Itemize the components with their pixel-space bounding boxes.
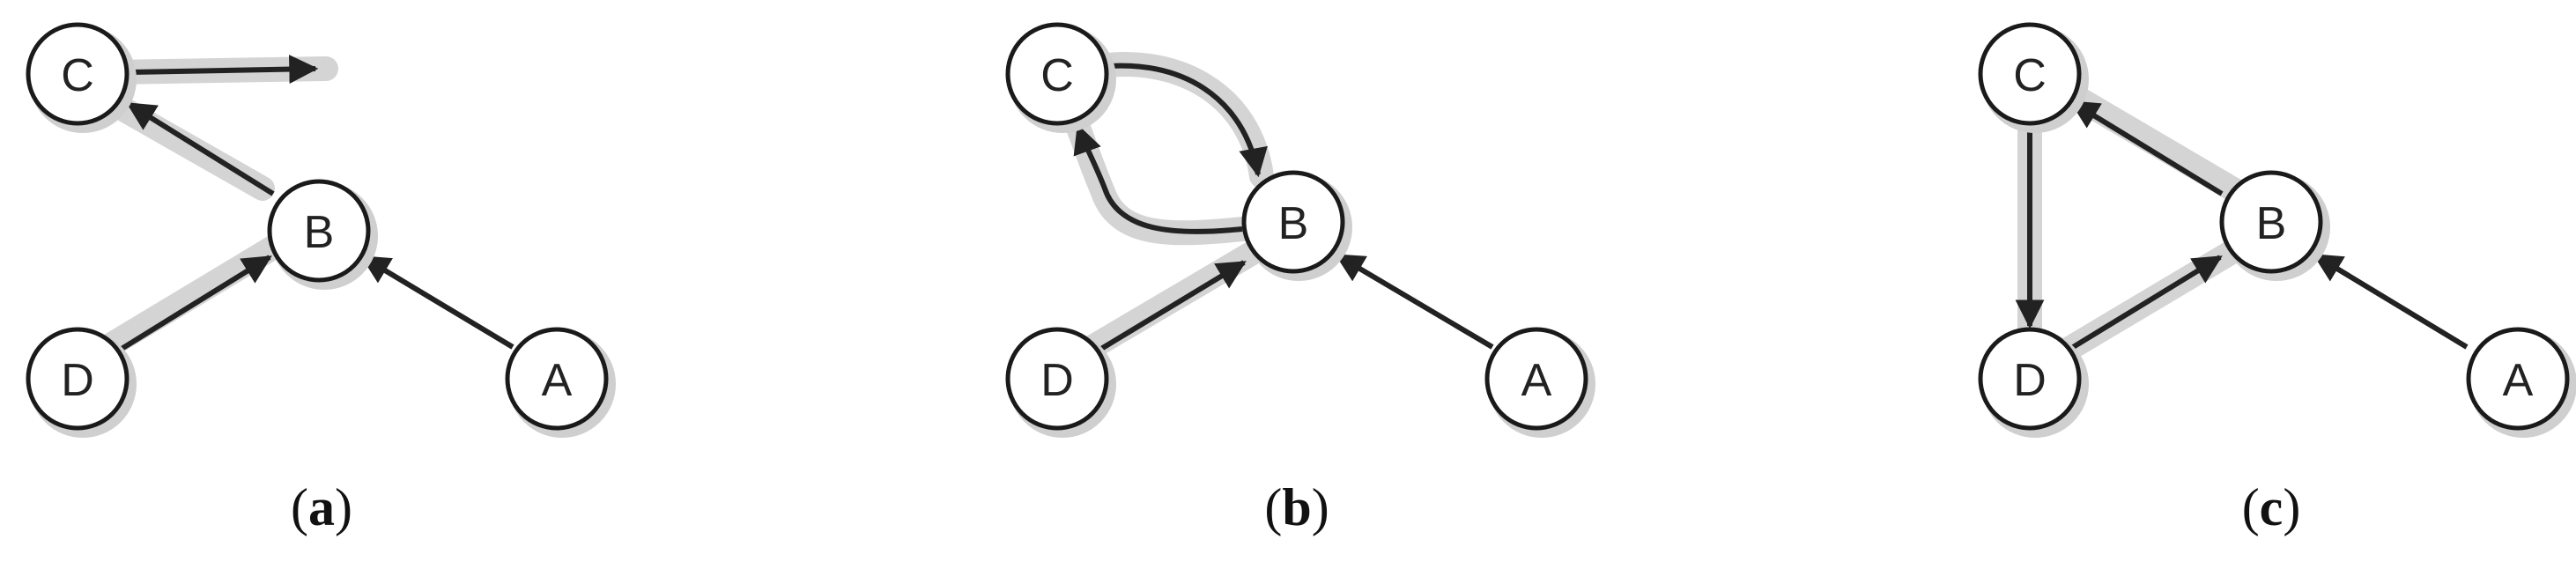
panel-a-node-c: C: [26, 22, 137, 133]
panel-b-edge-a-b: [1335, 253, 1494, 350]
panel-c-node-a-label: A: [2503, 355, 2534, 406]
panel-c-node-c: C: [1978, 22, 2089, 133]
panel-c-edge-d-b: [2069, 255, 2223, 351]
panel-c-node-b-label: B: [2256, 198, 2287, 249]
panel-b-edge-d-b: [1099, 260, 1247, 351]
panel-a-node-b: B: [267, 179, 378, 290]
panel-b-node-d: D: [1005, 327, 1116, 438]
panel-b-node-a-label: A: [1521, 355, 1552, 406]
panel-a-edge-b-c: [126, 101, 275, 196]
panel-b-node-c-label: C: [1040, 50, 1074, 101]
panel-a-edge-c-out: [130, 55, 319, 85]
panel-b-label: (b): [1264, 478, 1329, 536]
panel-a-edge-a-b: [360, 255, 514, 350]
panel-a-node-d-label: D: [61, 355, 94, 406]
panel-c-node-d: D: [1978, 327, 2089, 438]
panel-b-node-b-label: B: [1278, 198, 1309, 249]
panel-a-edge-d-b: [120, 255, 272, 351]
panel-a-label: (a): [291, 478, 352, 536]
panel-b-halo-d-b: [1071, 241, 1263, 365]
panel-c-node-c-label: C: [2013, 50, 2047, 101]
panel-c: C B D A (c): [1978, 22, 2576, 536]
panel-b-node-b: B: [1241, 170, 1352, 281]
panel-a-halo-d-b: [86, 225, 301, 365]
panel-a-node-c-label: C: [61, 50, 94, 101]
panel-c-halo-b-c: [2054, 79, 2250, 204]
panel-b-node-c: C: [1005, 22, 1116, 133]
panel-c-edge-a-b: [2313, 253, 2469, 350]
panel-a: C B D A (a): [26, 22, 616, 536]
panel-b-node-d-label: D: [1040, 355, 1074, 406]
panel-b-edge-c-b: [1099, 63, 1268, 178]
panel-a-node-a: A: [505, 327, 616, 438]
panel-a-node-a-label: A: [542, 355, 573, 406]
panel-b-edge-b-c: [1073, 123, 1243, 234]
panel-c-node-d-label: D: [2013, 355, 2047, 406]
panel-b: C B D A (b): [1005, 22, 1595, 536]
panel-b-node-a: A: [1484, 327, 1595, 438]
panel-c-label: (c): [2242, 478, 2301, 536]
panel-c-edge-b-c: [2069, 100, 2224, 196]
panel-c-node-b: B: [2219, 170, 2330, 281]
panel-a-node-d: D: [26, 327, 137, 438]
panel-c-node-a: A: [2466, 327, 2576, 438]
panel-a-node-b-label: B: [304, 207, 335, 258]
